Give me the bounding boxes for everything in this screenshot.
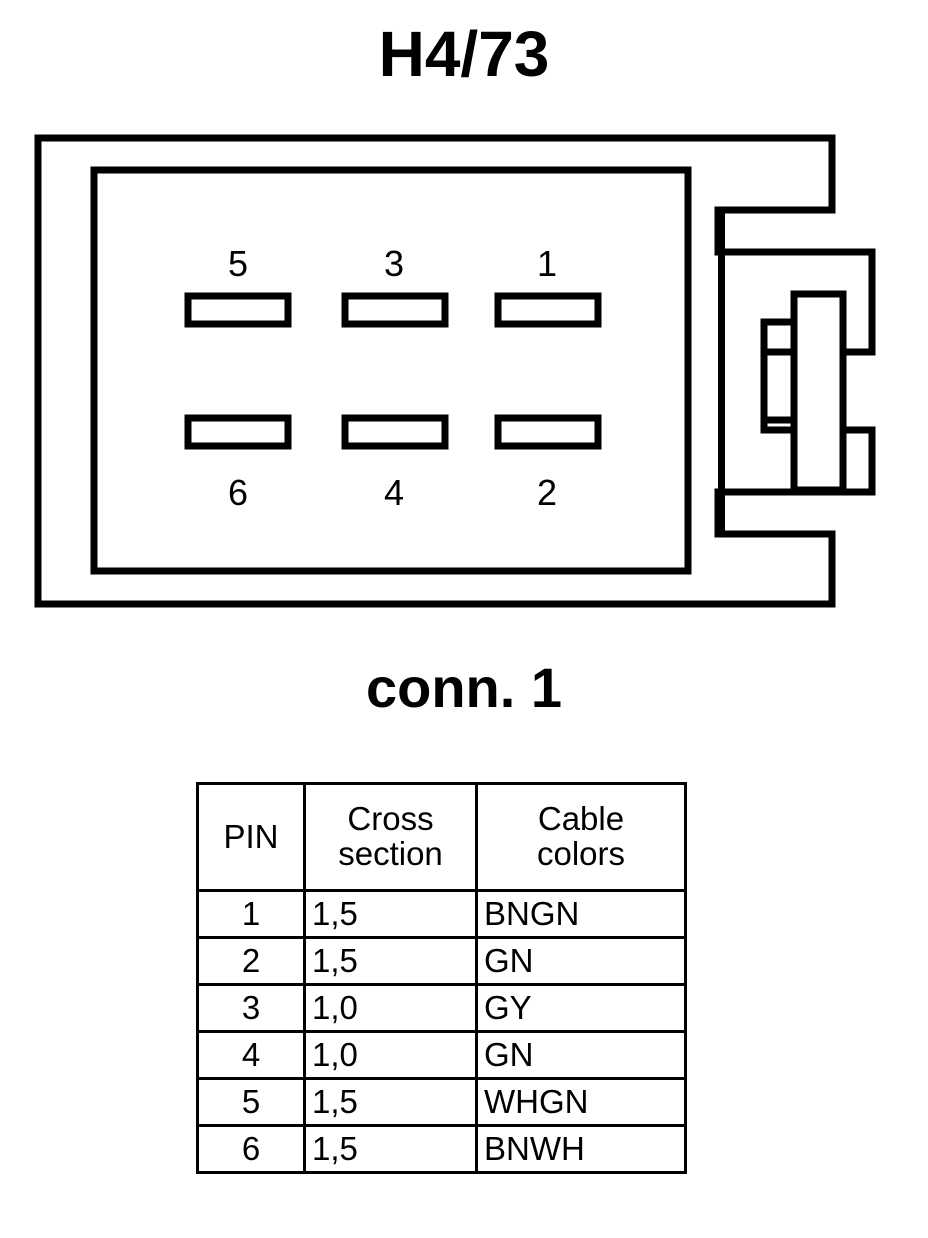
table-row: 5 1,5 WHGN	[196, 1077, 687, 1127]
connector-caption: conn. 1	[365, 656, 563, 719]
pin-label-top-1: 5	[228, 243, 248, 284]
cell-pin: 6	[196, 1124, 306, 1174]
cell-pin: 3	[196, 983, 306, 1033]
cell-pin: 1	[196, 889, 306, 939]
table-header-row: PIN Cross section Cable colors	[196, 782, 687, 892]
cell-pin: 2	[196, 936, 306, 986]
pin-slot-2	[494, 414, 602, 450]
cell-cable-colors: BNGN	[475, 889, 687, 939]
cell-cross-section: 1,5	[303, 1077, 478, 1127]
pin-label-bottom-3: 2	[537, 472, 557, 513]
cell-pin: 4	[196, 1030, 306, 1080]
cell-cable-colors: GN	[475, 1030, 687, 1080]
header-cross-line1: Cross	[347, 800, 434, 838]
cell-cross-section: 1,0	[303, 983, 478, 1033]
connector-diagram: 5 3 1 6 4 2	[0, 120, 928, 630]
cell-cable-colors: WHGN	[475, 1077, 687, 1127]
cell-cross-section: 1,0	[303, 1030, 478, 1080]
pin-table-wrapper: PIN Cross section Cable colors 1 1,5 BNG…	[196, 782, 687, 1174]
pin-label-bottom-1: 6	[228, 472, 248, 513]
pin-table: PIN Cross section Cable colors 1 1,5 BNG…	[196, 782, 687, 1174]
pin-slot-3	[341, 292, 449, 328]
page-title: H4/73	[378, 18, 550, 90]
header-color-line2: colors	[536, 835, 626, 872]
pin-slot-5	[184, 292, 292, 328]
cell-cable-colors: GN	[475, 936, 687, 986]
table-row: 2 1,5 GN	[196, 936, 687, 986]
header-cross-section: Cross section	[303, 782, 478, 892]
pin-slot-1	[494, 292, 602, 328]
cell-pin: 5	[196, 1077, 306, 1127]
latch-inner-bar	[760, 318, 794, 424]
pin-slot-4	[341, 414, 449, 450]
table-row: 3 1,0 GY	[196, 983, 687, 1033]
table-row: 6 1,5 BNWH	[196, 1124, 687, 1174]
pin-table-body: 1 1,5 BNGN 2 1,5 GN 3 1,0 GY 4 1,0 GN 5	[196, 889, 687, 1174]
cell-cross-section: 1,5	[303, 936, 478, 986]
connector-svg: 5 3 1 6 4 2	[34, 134, 876, 608]
header-cable-colors: Cable colors	[475, 782, 687, 892]
connector-inner-face	[90, 166, 692, 575]
pin-slot-6	[184, 414, 292, 450]
pin-label-top-3: 1	[537, 243, 557, 284]
table-row: 4 1,0 GN	[196, 1030, 687, 1080]
pin-label-bottom-2: 4	[384, 472, 404, 513]
cell-cross-section: 1,5	[303, 889, 478, 939]
connector-housing-outline	[34, 134, 876, 608]
table-row: 1 1,5 BNGN	[196, 889, 687, 939]
cell-cable-colors: BNWH	[475, 1124, 687, 1174]
header-pin: PIN	[196, 782, 306, 892]
cell-cross-section: 1,5	[303, 1124, 478, 1174]
latch-outer-bar	[790, 290, 847, 494]
header-color-line1: Cable	[537, 800, 625, 838]
header-cross-line2: section	[338, 835, 443, 872]
pin-label-top-2: 3	[384, 243, 404, 284]
cell-cable-colors: GY	[475, 983, 687, 1033]
